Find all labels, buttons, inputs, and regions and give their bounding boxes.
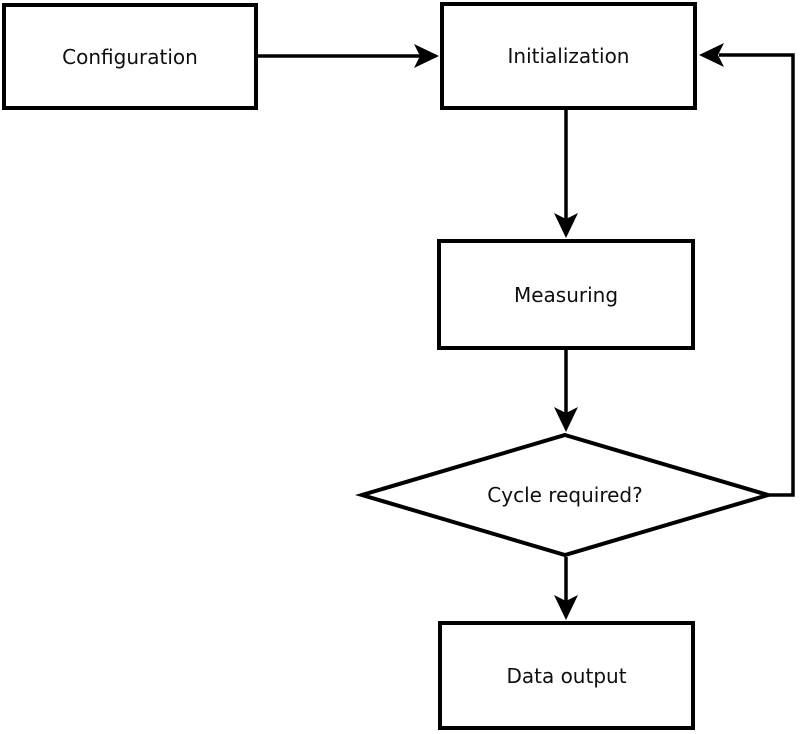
node-decision-label: Cycle required? — [487, 483, 643, 507]
node-initialization: Initialization — [440, 2, 697, 110]
node-decision: Cycle required? — [360, 433, 770, 557]
decision-diamond-shape — [354, 432, 776, 558]
node-data-output: Data output — [438, 621, 695, 730]
arrowhead-down-measuring — [554, 213, 578, 238]
node-data-output-label: Data output — [506, 663, 627, 688]
arrowhead-down-decision — [554, 407, 578, 432]
node-measuring-label: Measuring — [513, 282, 619, 307]
edge-decision-to-initialization — [719, 53, 795, 497]
node-measuring: Measuring — [437, 239, 695, 350]
arrowhead-right-initialization — [414, 44, 439, 68]
arrowhead-left-initialization — [699, 43, 724, 67]
arrowhead-down-dataoutput — [554, 595, 578, 620]
node-configuration: Configuration — [2, 3, 258, 110]
node-configuration-label: Configuration — [62, 44, 198, 69]
node-initialization-label: Initialization — [507, 44, 630, 68]
